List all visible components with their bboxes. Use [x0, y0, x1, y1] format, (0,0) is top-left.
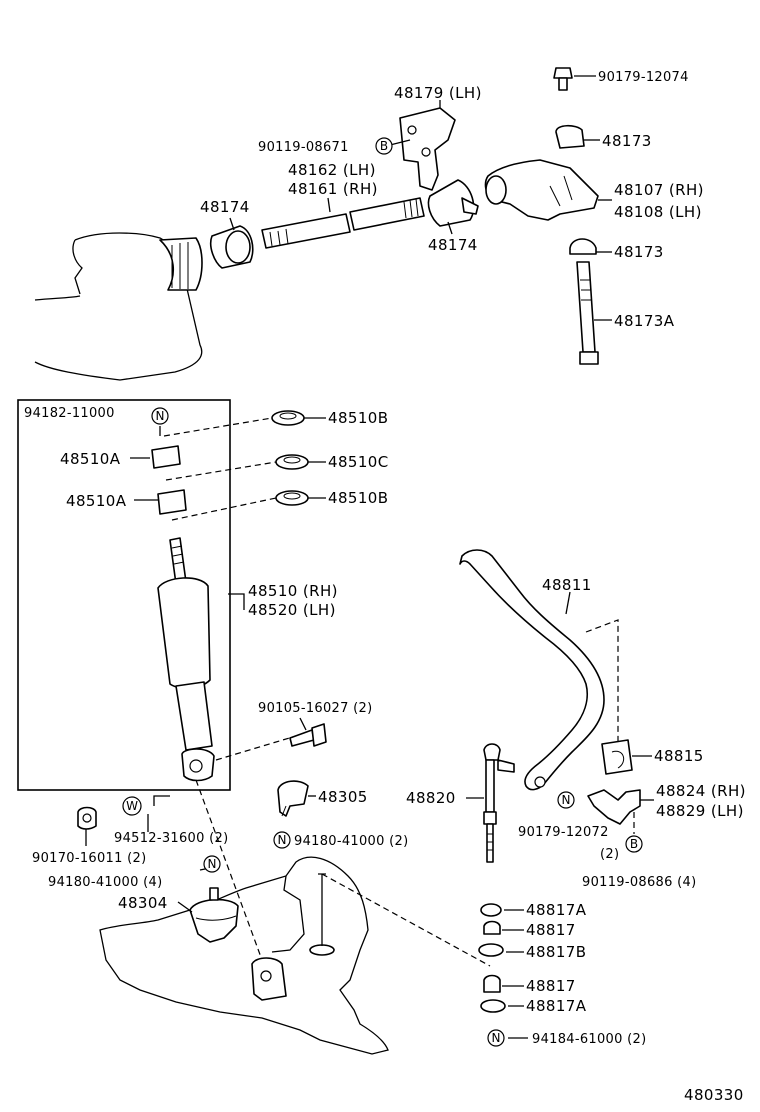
label-90179-12074: 90179-12074 [598, 70, 689, 85]
axle-shaft [261, 197, 425, 249]
mount-48304 [177, 887, 239, 943]
label-48305: 48305 [318, 788, 368, 806]
label-48817B: 48817B [526, 943, 586, 961]
symbol-B-90119-08686: B [625, 835, 643, 853]
symbol-N-94184: N [487, 1029, 505, 1047]
label-48107: 48107 (RH) [614, 181, 704, 199]
leaders-stabilizer [565, 591, 619, 744]
shaft-boot-left [209, 225, 254, 269]
washer-48510C [275, 454, 309, 470]
label-48304: 48304 [118, 894, 168, 912]
label-90119-08671: 90119-08671 [258, 140, 349, 155]
label-90105-16027: 90105-16027 (2) [258, 701, 372, 716]
leaders-shock [85, 417, 326, 961]
stabilizer-bar-48811 [459, 549, 605, 791]
nut-90170-16011 [77, 806, 97, 830]
label-94180-41000-2: 94180-41000 (2) [294, 834, 408, 849]
label-48510B-upper: 48510B [328, 409, 388, 427]
frame-outline-top-left [34, 232, 203, 381]
symbol-N-94180-4: N [203, 855, 221, 873]
label-90179-12072-qty: (2) [600, 847, 619, 862]
shock-absorber-box [17, 399, 231, 791]
bolt-48173A [576, 261, 599, 365]
svg-text:N: N [208, 857, 217, 871]
bolt-90105-16027 [289, 723, 327, 747]
label-48162: 48162 (LH) [288, 161, 376, 179]
bracket-48179 [399, 107, 456, 191]
label-48829: 48829 (LH) [656, 802, 744, 820]
label-48108: 48108 (LH) [614, 203, 702, 221]
label-48817A-upper: 48817A [526, 901, 587, 919]
svg-text:N: N [492, 1031, 501, 1045]
symbol-W-94512: W [122, 796, 142, 816]
label-48173-mid: 48173 [614, 243, 664, 261]
bushing-48815 [601, 739, 652, 775]
label-48815: 48815 [654, 747, 704, 765]
label-48817-upper: 48817 [526, 921, 576, 939]
label-48174-left: 48174 [200, 198, 250, 216]
label-48510A-upper: 48510A [60, 450, 121, 468]
label-48173A: 48173A [614, 312, 675, 330]
svg-text:N: N [278, 833, 287, 847]
bolt-90179-12074 [553, 67, 573, 91]
symbol-B-90119-08671: B [375, 137, 393, 155]
label-48174-right: 48174 [428, 236, 478, 254]
stabilizer-link-48820 [466, 743, 515, 863]
label-48510C: 48510C [328, 453, 389, 471]
svg-text:N: N [156, 409, 165, 423]
label-48817-lower: 48817 [526, 977, 576, 995]
cushion-48173-top [555, 124, 585, 149]
cushion-48173-mid [569, 238, 597, 255]
label-48820: 48820 [406, 789, 456, 807]
label-48824: 48824 (RH) [656, 782, 746, 800]
shock-absorber [157, 537, 215, 782]
differential-housing [484, 159, 599, 221]
washer-48510B-upper [271, 410, 305, 426]
shock-bushing-48510A-upper [151, 445, 181, 469]
label-48161: 48161 (RH) [288, 180, 378, 198]
symbol-N-94182: N [151, 407, 169, 425]
label-48179: 48179 (LH) [394, 84, 482, 102]
svg-text:N: N [562, 793, 571, 807]
label-48510B-lower: 48510B [328, 489, 388, 507]
label-48811: 48811 [542, 576, 592, 594]
label-90170-16011: 90170-16011 (2) [32, 851, 146, 866]
svg-text:B: B [630, 837, 638, 851]
label-48510: 48510 (RH) [248, 582, 338, 600]
label-94182-11000: 94182-11000 [24, 406, 115, 421]
washer-48510B-lower [275, 490, 309, 506]
shock-bushing-48510A-lower [157, 489, 187, 515]
label-94180-41000-4: 94180-41000 (4) [48, 875, 162, 890]
label-48173-top: 48173 [602, 132, 652, 150]
shaft-boot-right [427, 179, 479, 227]
label-48817A-lower: 48817A [526, 997, 587, 1015]
svg-text:W: W [126, 799, 138, 813]
label-48510A-lower: 48510A [66, 492, 127, 510]
label-90179-12072: 90179-12072 [518, 825, 609, 840]
label-94184-61000: 94184-61000 (2) [532, 1032, 646, 1047]
label-90119-08686: 90119-08686 (4) [582, 875, 696, 890]
label-48520: 48520 (LH) [248, 601, 336, 619]
symbol-N-94180-2: N [273, 831, 291, 849]
bump-stop-48305 [277, 780, 316, 817]
symbol-N-90179-12072: N [557, 791, 575, 809]
diagram-id: 480330 [684, 1086, 744, 1104]
label-94512-31600: 94512-31600 (2) [114, 831, 228, 846]
bracket-48824-48829 [587, 789, 654, 834]
cushion-stack [478, 903, 528, 1039]
svg-text:B: B [380, 139, 388, 153]
